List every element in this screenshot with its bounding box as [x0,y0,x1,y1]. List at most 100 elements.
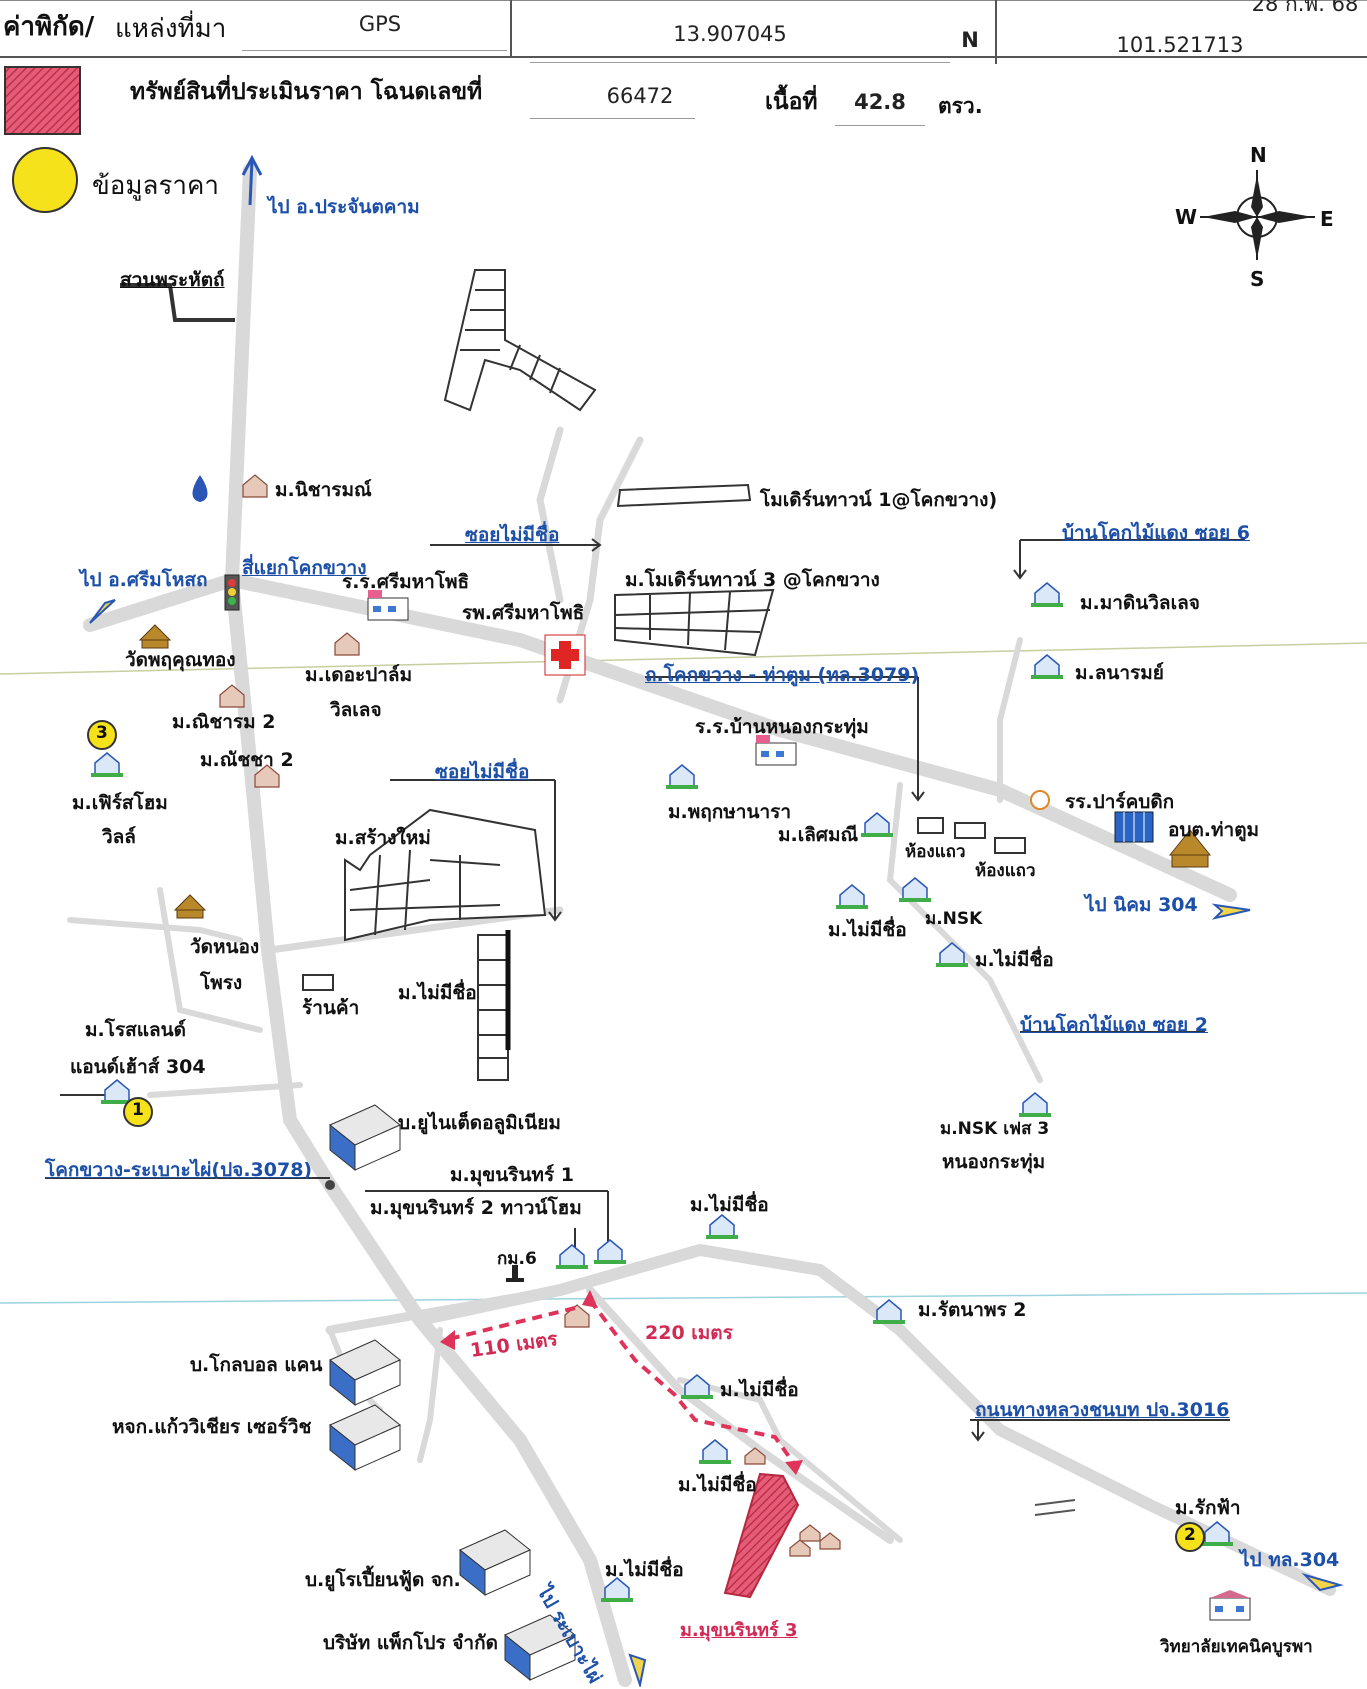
label-m-mukharin-2: ม.มุขนรินทร์ 2 ทาวน์โฮม [370,1197,582,1219]
house-icons [219,474,841,1557]
school-icons [367,590,1251,1621]
compass: N S W E [1175,143,1335,291]
price-markers [87,720,1205,1552]
label-to-nikhom-304: ไป นิคม 304 [1085,894,1198,916]
label-ban-khok-soi6: บ้านโคกไม้แดง ซอย 6 [1062,522,1250,544]
label-roseland-1: ม.โรสแลนด์ [85,1019,186,1041]
label-rr-park: รร.ปาร์คบดิก [1065,791,1175,813]
area-value: 42.8 [854,90,906,114]
header-divider [0,56,1367,58]
marker-3: 3 [96,723,108,743]
label-to-tl304: ไป ทล.304 [1240,1549,1340,1571]
label-hospital: รพ.ศรีมหาโพธิ [462,602,585,624]
underline-lat [530,62,950,63]
label-m-phruksa: ม.พฤกษานารา [668,801,791,823]
label-obt-tha-tum: อบต.ท่าตูม [1168,819,1260,841]
label-rr-nong-krathum: ร.ร.บ้านหนองกระทุ่ม [695,716,869,738]
label-rr-si-maha-phot: ร.ร.ศรีมหาโพธิ [342,571,470,593]
label-soi-no-name-1: ซอยไม่มีชื่อ [465,524,560,546]
label-nong-krathum: หนองกระทุ่ม [942,1151,1046,1173]
label-wat-phikhun: วัดพฤคุณทอง [125,649,236,671]
longitude-value: 101.521713 [1116,33,1244,57]
col-divider-1 [510,0,512,56]
source-label: แหล่งที่มา [115,14,227,44]
compass-w: W [1175,205,1198,229]
label-m-nsk3: ม.NSK เฟส 3 [940,1119,1050,1139]
bridge-mark [1034,1499,1076,1516]
legend-price-circle [12,147,78,213]
label-modern-town-1: โมเดิร์นทาวน์ 1@โคกขวาง) [760,489,998,511]
area-label: เนื้อที่ [765,89,818,115]
marker-2: 2 [1184,1525,1196,1545]
top-right-date: 28 ก.พ. 68 [1251,0,1359,16]
header: ค่าพิกัด/ แหล่งที่มา GPS 13.907045 N 101… [0,0,1367,140]
underline-deed [530,118,695,119]
label-m-no-name-e: ม.ไม่มีชื่อ [720,1379,799,1401]
source-value: GPS [358,12,402,36]
modern-town-3-blocks [614,588,775,657]
narrow-block [477,930,511,1081]
compass-n: N [1250,143,1267,167]
label-modern-town-3: ม.โมเดิร์นทาวน์ 3 @โคกขวาง [625,569,880,591]
label-the-palm-2: วิลเลจ [330,699,382,721]
compass-e: E [1320,207,1334,231]
area-unit: ตรว. [938,94,983,118]
label-college: วิทยาลัยเทคนิคบูรพา [1160,1637,1313,1657]
label-m-lanarom: ม.ลนารมย์ [1075,662,1164,684]
label-to-prachantakham: ไป อ.ประจันตคาม [268,196,420,218]
label-ban-khok-soi2: บ้านโคกไม้แดง ซอย 2 [1020,1014,1208,1036]
label-row-house-2: ห้องแถว [975,861,1036,881]
label-m-nsk: ม.NSK [925,909,983,929]
coord-label: ค่าพิกัด/ [3,12,95,42]
label-m-sang-mai: ม.สร้างใหม่ [335,827,431,849]
deed-number: 66472 [606,84,674,108]
label-m-nitcha2: ม.ณัชชา 2 [200,749,294,771]
hospital-icon [544,634,586,676]
leader-lines [45,538,1245,1442]
label-km6: กม.6 [497,1249,537,1269]
roads [67,163,1336,1687]
gas-station-icon [192,475,208,502]
col-divider-2 [995,0,997,64]
compass-rose-icon [1200,170,1315,260]
row-house-blocks [302,817,1026,991]
label-m-no-name-d: ม.ไม่มีชื่อ [690,1194,769,1216]
top-border [0,0,1367,1]
label-m-rattanaphon: ม.รัตนาพร 2 [918,1299,1027,1321]
label-m-nicharom: ม.นิชารมณ์ [275,479,372,501]
compass-s: S [1250,267,1265,291]
village-blocks-north [443,269,597,412]
label-m-no-name-g: ม.ไม่มีชื่อ [605,1559,684,1581]
label-m-lertmanee: ม.เลิศมณี [778,824,859,846]
village-house-icons [91,582,1233,1602]
label-m-mukharin-1: ม.มุขนรินทร์ 1 [450,1164,575,1186]
underline-gps [242,50,507,51]
price-legend-label: ข้อมูลราคา [92,171,220,201]
temple-icons [138,624,1212,919]
legend-property-swatch [4,66,81,135]
sang-mai-blocks [344,808,547,942]
traffic-light-icon [224,574,240,611]
property-label: ทรัพย์สินที่ประเมินราคา โฉนดเลขที่ [130,79,483,105]
label-dist-220: 220 เมตร [645,1322,733,1344]
label-soi-no-name-2: ซอยไม่มีชื่อ [435,761,530,783]
distance-lines [444,1298,797,1467]
label-m-no-name-a: ม.ไม่มีชื่อ [828,919,907,941]
label-the-palm-1: ม.เดอะปาล์ม [305,664,413,686]
label-first-home-2: วิลล์ [102,826,136,848]
label-row-house-1: ห้องแถว [905,842,966,862]
factory-icons [329,1104,576,1682]
label-roseland-2: แอนด์เฮ้าส์ 304 [70,1056,206,1078]
label-road-3078: โคกขวาง-ระเบาะไผ่(ปจ.3078) [45,1159,313,1181]
latitude-value: 13.907045 [673,22,787,46]
label-b-euro: บ.ยูโรเปี้ยนฟู้ด จก. [305,1569,461,1591]
yellow-arrows [89,599,1344,1687]
label-hjk-kaew: หจก.แก้ววิเชียร เซอร์วิช [112,1416,312,1438]
label-shop: ร้านค้า [302,997,360,1019]
marker-1: 1 [132,1100,144,1120]
modern-town-1-block [616,483,752,508]
label-m-no-name-b: ม.ไม่มีชื่อ [975,949,1054,971]
label-packpro: บริษัท แพ็กโปร จำกัด [323,1632,498,1654]
distance-arrowheads [440,1290,803,1475]
